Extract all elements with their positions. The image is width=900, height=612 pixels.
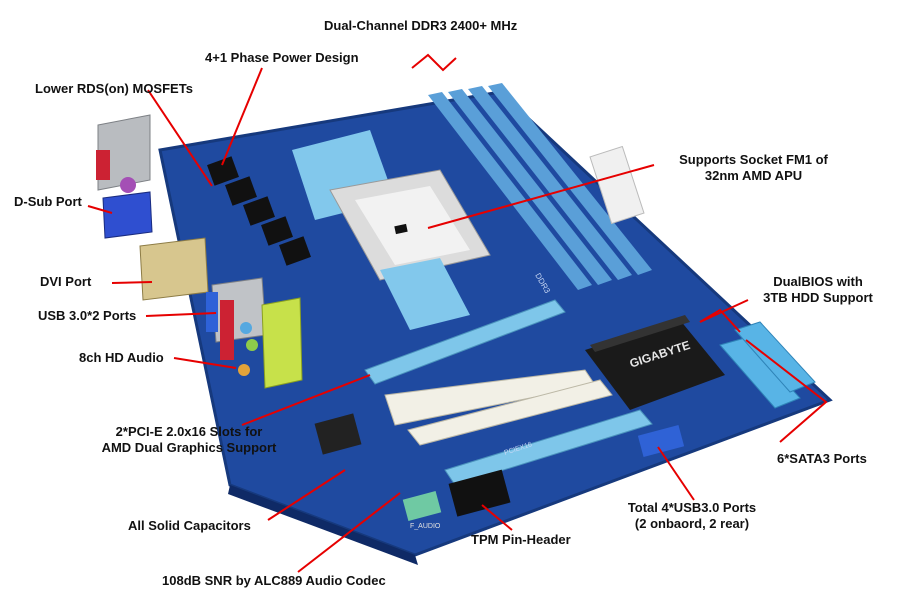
callout-codec: 108dB SNR by ALC889 Audio Codec <box>162 573 386 588</box>
leader-pcie <box>241 374 371 426</box>
chipset-heatsink <box>585 315 725 410</box>
f-audio-marking: F_AUDIO <box>410 523 441 530</box>
callout-dsub: D-Sub Port <box>14 194 82 209</box>
leader-lines <box>87 53 828 573</box>
leader-sata <box>745 339 828 443</box>
leader-capacitors <box>267 469 346 521</box>
ddr3-slots <box>428 83 652 290</box>
callout-sata: 6*SATA3 Ports <box>777 451 867 466</box>
sata-ports <box>719 321 816 409</box>
mosfet-array <box>207 156 311 266</box>
rear-io-panel <box>96 114 303 389</box>
callout-dvi: DVI Port <box>40 274 92 289</box>
cpu-socket <box>292 130 491 330</box>
leader-ddr3 <box>411 53 457 72</box>
leader-power <box>221 67 263 166</box>
callout-tpm: TPM Pin-Header <box>471 532 571 547</box>
callout-usb-total-line1: Total 4*USB3.0 Ports <box>627 500 757 515</box>
callout-pcie-line2: AMD Dual Graphics Support <box>101 440 277 455</box>
usb3-header <box>637 424 685 458</box>
pcie-slots <box>364 299 653 486</box>
atx-power-connector <box>589 145 645 225</box>
leader-dualbios <box>699 299 749 333</box>
leader-tpm <box>481 504 513 531</box>
callout-dualbios-line1: DualBIOS with <box>773 274 863 289</box>
leader-dvi <box>111 281 153 284</box>
leader-usb-ports <box>145 312 217 317</box>
callout-socket-line2: 32nm AMD APU <box>704 168 803 183</box>
callout-capacitors: All Solid Capacitors <box>128 518 251 533</box>
callout-usb-total: Total 4*USB3.0 Ports (2 onbaord, 2 rear) <box>612 500 772 532</box>
leader-dsub <box>87 205 113 214</box>
callout-dualbios-line2: 3TB HDD Support <box>763 290 873 305</box>
callout-socket-line1: Supports Socket FM1 of <box>679 152 828 167</box>
callout-dualbios: DualBIOS with 3TB HDD Support <box>752 274 884 306</box>
leader-socket <box>427 164 655 229</box>
callout-audio: 8ch HD Audio <box>79 350 164 365</box>
callout-usb-total-line2: (2 onbaord, 2 rear) <box>634 516 750 531</box>
callout-pcie: 2*PCI-E 2.0x16 Slots for AMD Dual Graphi… <box>90 424 288 456</box>
audio-codec-chip <box>314 413 362 455</box>
callout-usb-ports: USB 3.0*2 Ports <box>38 308 137 323</box>
leader-audio <box>173 357 237 369</box>
callout-mosfet: Lower RDS(on) MOSFETs <box>35 81 193 96</box>
tpm-header <box>448 469 511 517</box>
leader-usb-total <box>657 446 695 501</box>
leader-codec <box>297 492 401 573</box>
f-audio-header <box>402 490 442 522</box>
callout-power: 4+1 Phase Power Design <box>205 50 359 65</box>
leader-mosfet <box>147 89 213 187</box>
callout-pcie-line1: 2*PCI-E 2.0x16 Slots for <box>115 424 263 439</box>
callout-socket: Supports Socket FM1 of 32nm AMD APU <box>656 152 851 184</box>
pcb-edge <box>228 485 418 565</box>
callout-ddr3: Dual-Channel DDR3 2400+ MHz <box>324 18 518 33</box>
